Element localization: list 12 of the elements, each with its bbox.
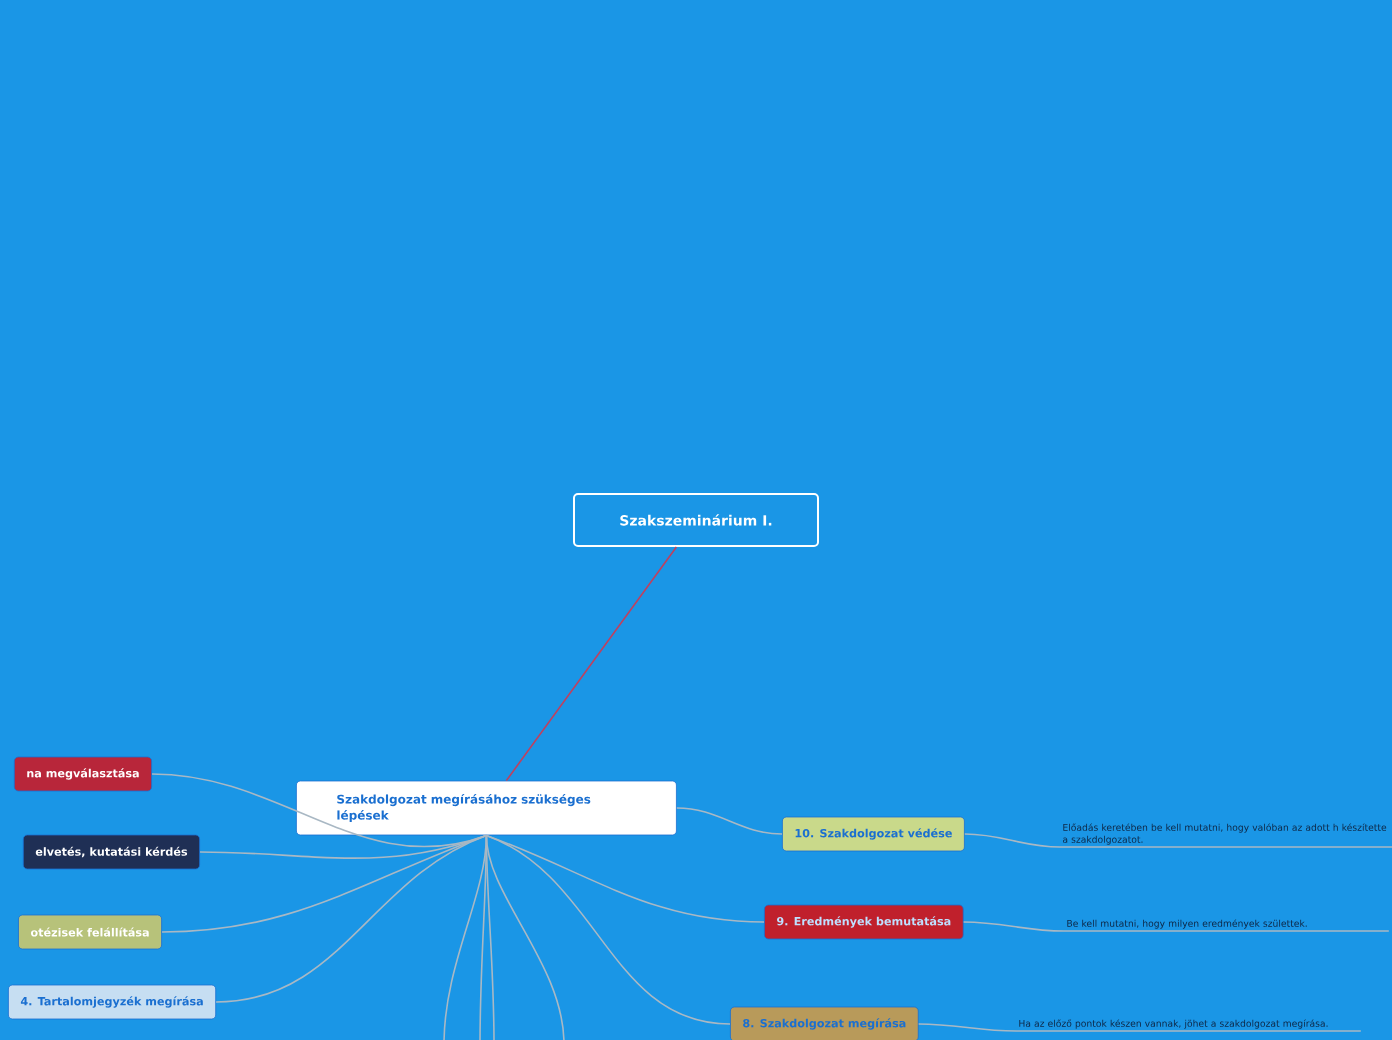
connector-line [443, 834, 488, 1040]
connector-line [962, 921, 1390, 932]
connector-line [964, 833, 1392, 848]
connector-line [917, 1023, 1362, 1032]
connector-line [676, 807, 783, 835]
connector-line [505, 546, 678, 782]
connector-line [151, 773, 488, 848]
connector-line [485, 834, 765, 923]
connector-line [161, 834, 488, 933]
connector-line [485, 834, 565, 1040]
connector-line [215, 834, 488, 1003]
connector-line [485, 834, 731, 1025]
